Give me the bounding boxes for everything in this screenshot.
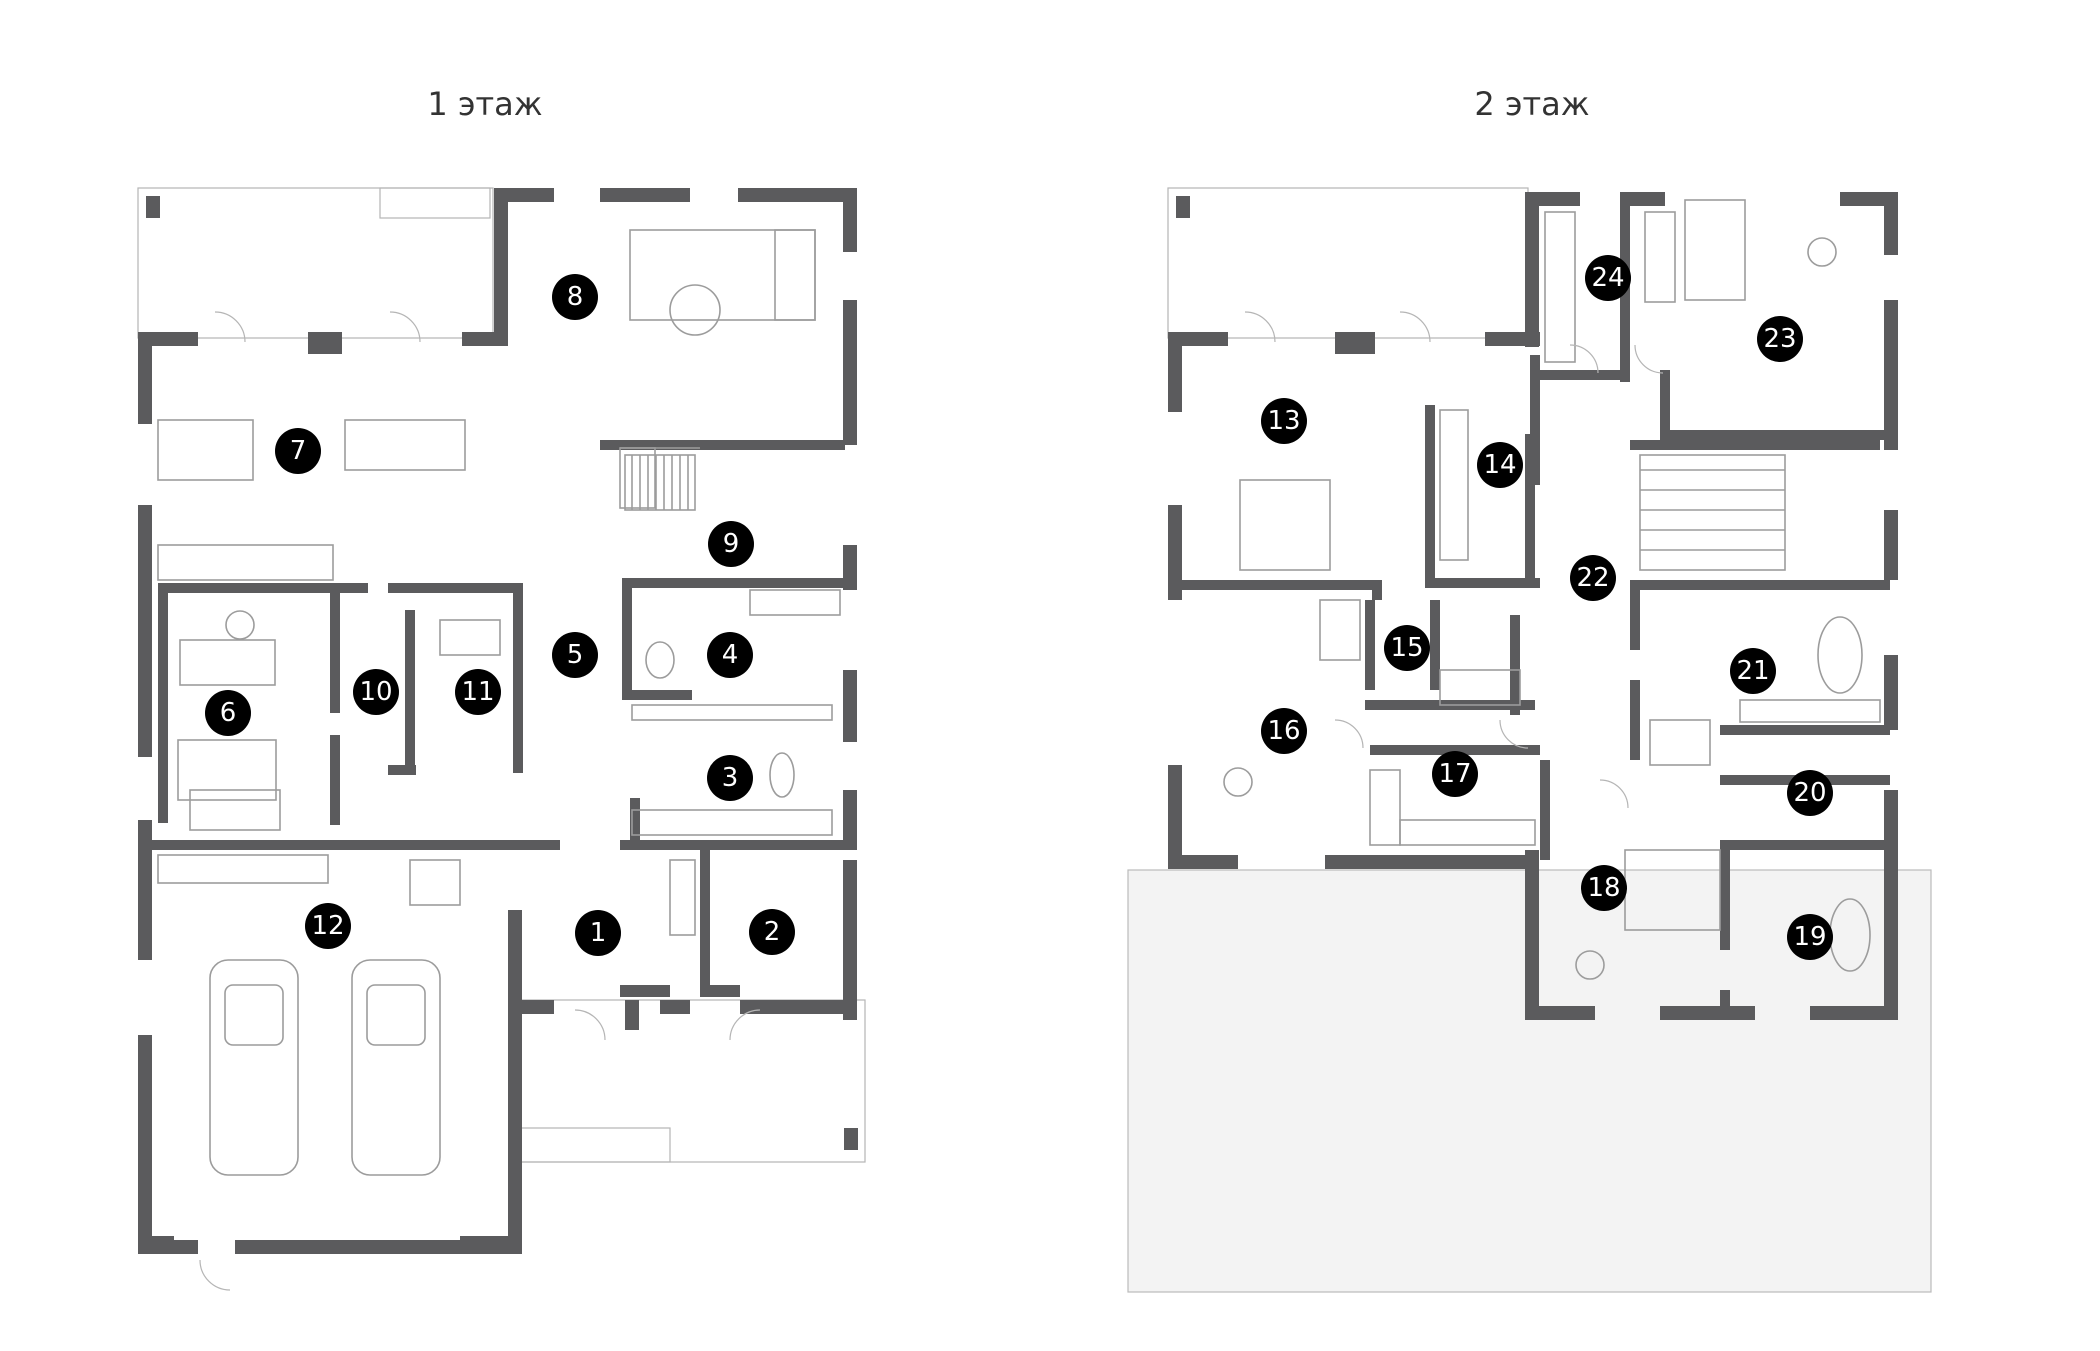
floor-2-plan	[1127, 187, 1932, 1293]
room-label-22: 22	[1570, 555, 1616, 601]
room-label-2: 2	[749, 909, 795, 955]
svg-text:4: 4	[722, 640, 739, 670]
room-label-5: 5	[552, 632, 598, 678]
svg-text:19: 19	[1793, 922, 1826, 952]
room-label-12: 12	[305, 903, 351, 949]
svg-text:2: 2	[764, 917, 781, 947]
svg-text:18: 18	[1587, 873, 1620, 903]
floor-2-title: 2 этаж	[1474, 85, 1589, 123]
svg-text:1: 1	[590, 918, 607, 948]
svg-text:7: 7	[290, 436, 307, 466]
svg-text:5: 5	[567, 640, 584, 670]
svg-text:12: 12	[311, 911, 344, 941]
svg-text:9: 9	[723, 529, 740, 559]
room-label-8: 8	[552, 274, 598, 320]
svg-text:24: 24	[1591, 263, 1624, 293]
svg-text:13: 13	[1267, 406, 1300, 436]
svg-text:23: 23	[1763, 324, 1796, 354]
room-label-14: 14	[1477, 442, 1523, 488]
room-label-7: 7	[275, 428, 321, 474]
room-label-21: 21	[1730, 648, 1776, 694]
svg-text:15: 15	[1390, 633, 1423, 663]
floor-1-plan	[137, 187, 866, 1291]
svg-text:11: 11	[461, 677, 494, 707]
svg-text:3: 3	[722, 763, 739, 793]
room-label-11: 11	[455, 669, 501, 715]
room-label-3: 3	[707, 755, 753, 801]
svg-text:8: 8	[567, 282, 584, 312]
room-label-16: 16	[1261, 708, 1307, 754]
room-label-1: 1	[575, 910, 621, 956]
svg-text:21: 21	[1736, 656, 1769, 686]
room-label-24: 24	[1585, 255, 1631, 301]
floor-1-title: 1 этаж	[427, 85, 542, 123]
room-label-6: 6	[205, 690, 251, 736]
room-label-15: 15	[1384, 625, 1430, 671]
room-label-20: 20	[1787, 770, 1833, 816]
svg-text:20: 20	[1793, 778, 1826, 808]
room-label-17: 17	[1432, 751, 1478, 797]
room-label-10: 10	[353, 669, 399, 715]
room-label-9: 9	[708, 521, 754, 567]
room-label-19: 19	[1787, 914, 1833, 960]
svg-text:22: 22	[1576, 563, 1609, 593]
room-label-4: 4	[707, 632, 753, 678]
svg-text:10: 10	[359, 677, 392, 707]
svg-text:16: 16	[1267, 716, 1300, 746]
svg-text:14: 14	[1483, 450, 1516, 480]
svg-text:6: 6	[220, 698, 237, 728]
room-label-13: 13	[1261, 398, 1307, 444]
svg-text:17: 17	[1438, 759, 1471, 789]
room-label-23: 23	[1757, 316, 1803, 362]
room-label-18: 18	[1581, 865, 1627, 911]
